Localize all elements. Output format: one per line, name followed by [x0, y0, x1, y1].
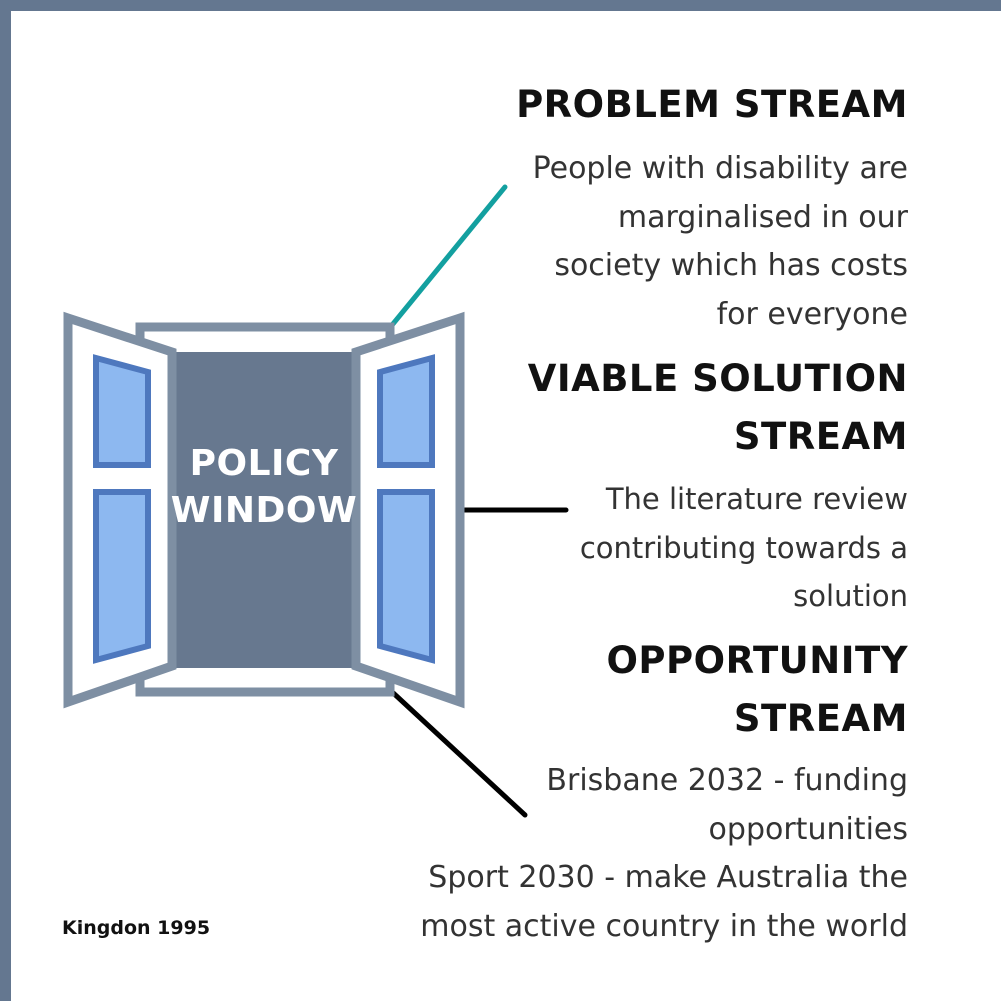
problem-stream-description: People with disability are marginalised …: [532, 151, 908, 332]
connector-opportunity-stream: [387, 687, 528, 818]
solution-stream-description: The literature review contributing towar…: [579, 482, 908, 613]
connector-problem-stream: [385, 184, 508, 333]
problem-stream-heading: PROBLEM STREAM: [516, 83, 908, 126]
right-shutter: [351, 311, 465, 709]
citation: Kingdon 1995: [62, 917, 211, 939]
opportunity-stream-description: Brisbane 2032 - funding opportunities Sp…: [420, 763, 908, 944]
solution-stream-heading: VIABLE SOLUTION STREAM: [527, 357, 908, 458]
opportunity-stream-heading: OPPORTUNITY STREAM: [606, 639, 908, 740]
left-shutter: [63, 311, 177, 709]
policy-window-label: POLICY WINDOW: [170, 443, 358, 531]
